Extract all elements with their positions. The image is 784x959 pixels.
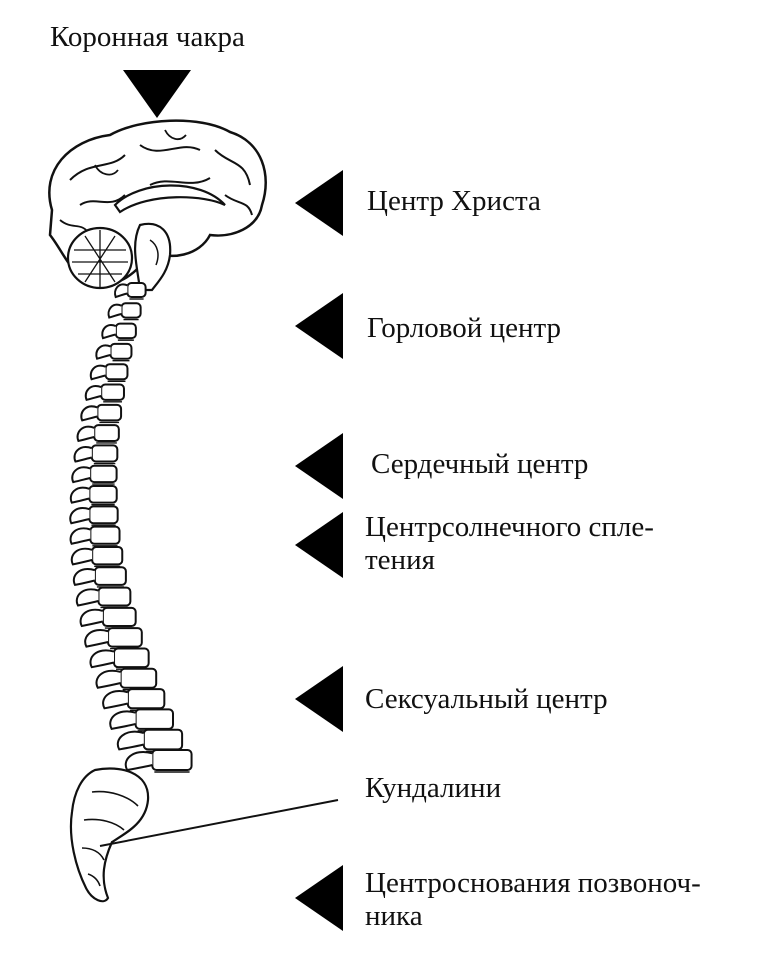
vertebra-body bbox=[91, 545, 124, 566]
vertebra-process bbox=[71, 466, 91, 484]
vertebra-body bbox=[104, 363, 129, 381]
vertebra-body bbox=[120, 302, 142, 319]
label-solar-plexus-line2: тения bbox=[365, 544, 435, 576]
vertebra-process bbox=[70, 547, 93, 566]
vertebra-process bbox=[95, 669, 121, 689]
label-kundalini: Кундалини bbox=[365, 772, 502, 804]
triangle-left-icon bbox=[295, 666, 343, 732]
vertebra-process bbox=[101, 324, 117, 340]
vertebra-body bbox=[119, 667, 158, 689]
vertebra-process bbox=[124, 751, 153, 772]
vertebra-process bbox=[73, 446, 93, 463]
label-base-spine-line2: ника bbox=[365, 900, 423, 932]
triangle-left-icon bbox=[295, 865, 343, 931]
vertebra-process bbox=[84, 385, 102, 401]
label-crown-chakra: Коронная чакра bbox=[50, 21, 245, 53]
vertebra-process bbox=[79, 608, 104, 628]
vertebra-body bbox=[101, 606, 137, 628]
vertebra-body bbox=[134, 708, 175, 730]
vertebra-body bbox=[126, 688, 166, 710]
label-base-spine-line1: Центроснования позвоноч- bbox=[365, 867, 701, 899]
vertebra-body bbox=[89, 525, 121, 545]
vertebra-process bbox=[69, 486, 90, 504]
vertebra-body bbox=[100, 383, 125, 401]
spine-illustration bbox=[69, 282, 193, 773]
vertebra-process bbox=[102, 690, 129, 710]
vertebra-process bbox=[107, 303, 122, 319]
vertebra-body bbox=[96, 403, 123, 422]
vertebra-body bbox=[113, 647, 150, 669]
vertebra-body bbox=[151, 749, 193, 771]
vertebra-body bbox=[126, 282, 147, 298]
vertebra-body bbox=[107, 627, 143, 648]
brain-illustration bbox=[48, 119, 267, 292]
label-sexual-center: Сексуальный центр bbox=[365, 683, 608, 715]
vertebra-process bbox=[75, 588, 99, 607]
sacrum-illustration bbox=[69, 767, 150, 903]
triangle-left-icon bbox=[295, 512, 343, 578]
vertebra-process bbox=[114, 283, 128, 299]
vertebra-body bbox=[88, 485, 118, 504]
kundalini-pointer-line bbox=[99, 799, 339, 847]
label-heart-center: Сердечный центр bbox=[371, 448, 589, 480]
vertebra-process bbox=[69, 507, 90, 525]
vertebra-body bbox=[88, 505, 119, 525]
vertebra-body bbox=[89, 464, 118, 484]
vertebra-process bbox=[69, 527, 91, 545]
vertebra-body bbox=[142, 728, 184, 751]
vertebra-body bbox=[109, 342, 133, 360]
triangle-left-icon bbox=[295, 293, 343, 359]
vertebra-body bbox=[93, 424, 120, 442]
vertebra-body bbox=[93, 566, 127, 586]
vertebra-body bbox=[114, 322, 137, 340]
triangle-down-icon bbox=[123, 70, 191, 118]
triangle-left-icon bbox=[295, 433, 343, 499]
vertebra-process bbox=[109, 710, 136, 730]
vertebra-process bbox=[76, 425, 95, 443]
label-throat-center: Горловой центр bbox=[367, 312, 562, 344]
vertebra-process bbox=[84, 629, 109, 648]
label-christ-center: Центр Христа bbox=[367, 185, 541, 217]
vertebra-process bbox=[72, 568, 96, 587]
vertebra-body bbox=[90, 444, 119, 463]
label-solar-plexus-line1: Центрсолнечного спле- bbox=[365, 511, 654, 543]
vertebra-process bbox=[80, 405, 98, 422]
vertebra-process bbox=[116, 730, 145, 751]
vertebra-process bbox=[89, 364, 106, 381]
triangle-left-icon bbox=[295, 170, 343, 236]
vertebra-process bbox=[95, 344, 111, 360]
vertebra-process bbox=[89, 649, 115, 669]
vertebra-body bbox=[97, 586, 132, 607]
